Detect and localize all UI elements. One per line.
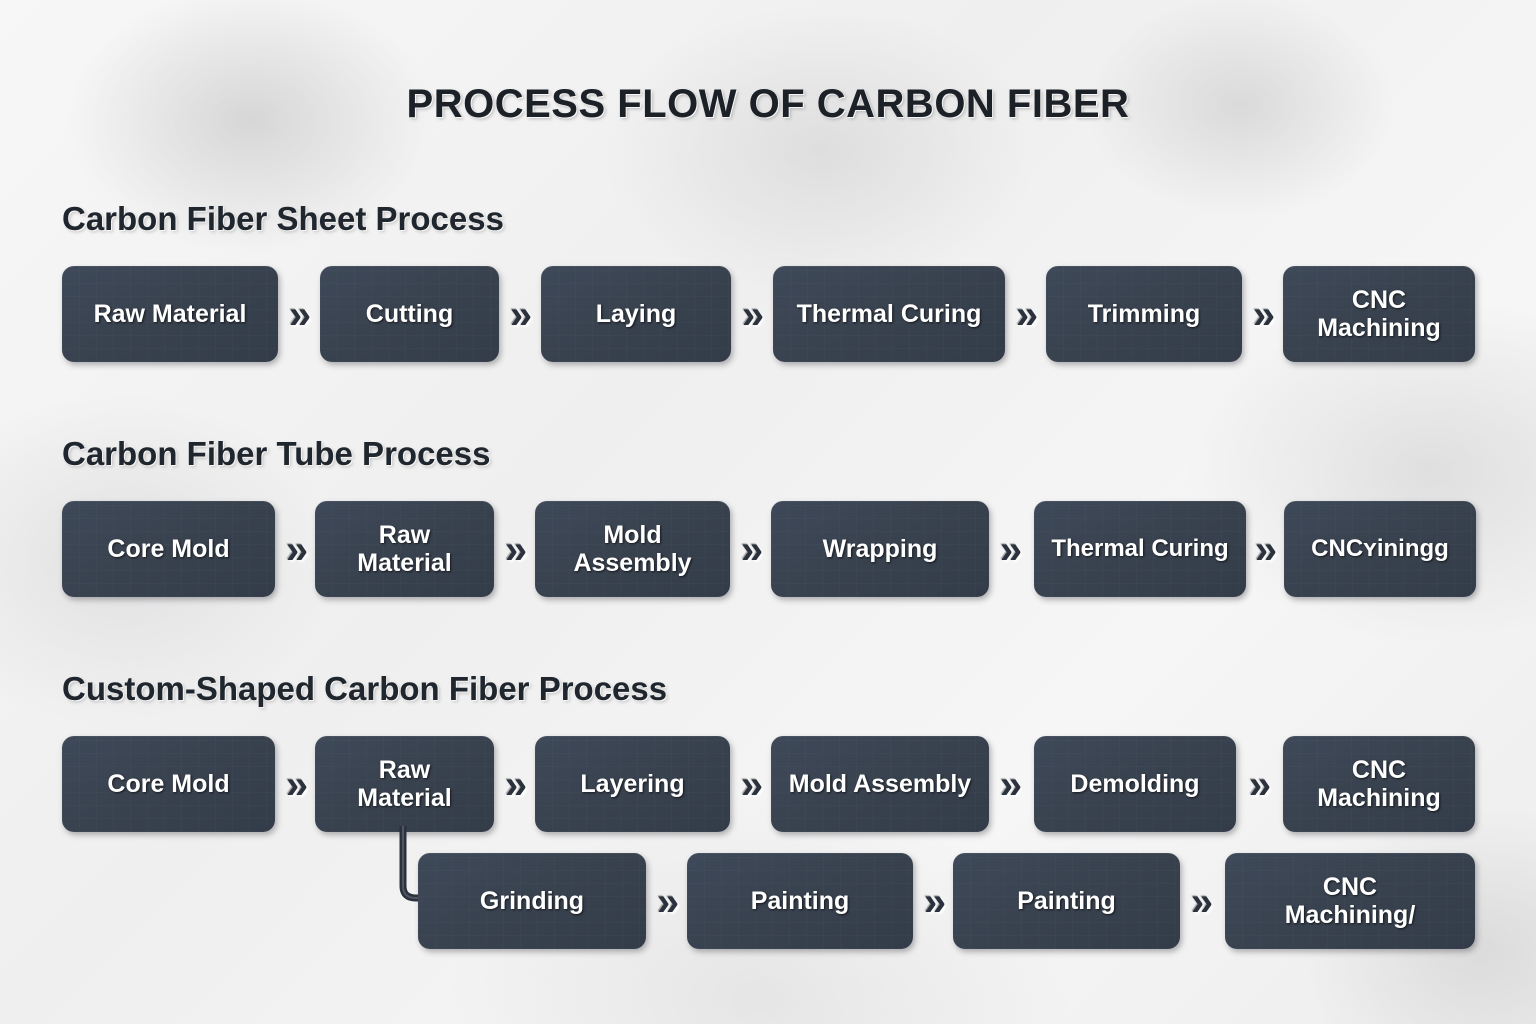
step-label-line1: Raw: [378, 521, 431, 549]
chevron-right-icon: »: [999, 763, 1023, 807]
step-label-line2: Machining/: [1284, 901, 1416, 929]
process-step-custom-4[interactable]: Mold Assembly: [771, 736, 989, 832]
step-label-line1: Cutting: [365, 300, 454, 328]
chevron-right-icon: »: [1254, 528, 1278, 572]
process-step-sheet-2[interactable]: Cutting: [320, 266, 499, 362]
step-label-line1: CNC: [1322, 873, 1378, 901]
process-step-sheet-4[interactable]: Thermal Curing: [773, 266, 1005, 362]
step-label-line1: Layering: [580, 770, 685, 798]
chevron-right-icon: »: [1190, 880, 1214, 924]
process-substep-custom-3[interactable]: Painting: [953, 853, 1180, 949]
chevron-right-icon: »: [740, 763, 764, 807]
step-label-line1: CNCʏiningg: [1311, 534, 1449, 562]
process-substep-custom-2[interactable]: Painting: [687, 853, 913, 949]
step-label-line2: Assembly: [573, 549, 692, 577]
process-step-custom-1[interactable]: Core Mold: [62, 736, 275, 832]
process-step-custom-6[interactable]: CNC Machining: [1283, 736, 1475, 832]
step-label-line1: Core Mold: [107, 535, 230, 563]
chevron-right-icon: »: [1248, 763, 1272, 807]
step-label-line1: Raw Material: [93, 300, 247, 328]
step-label-line1: Mold Assembly: [788, 770, 972, 798]
process-step-sheet-1[interactable]: Raw Material: [62, 266, 278, 362]
step-label-line1: Demolding: [1070, 770, 1200, 798]
step-label-line1: Laying: [595, 300, 677, 328]
chevron-right-icon: »: [740, 528, 764, 572]
section-heading-sheet-process: Carbon Fiber Sheet Process: [62, 200, 504, 237]
step-label-line2: Material: [357, 549, 452, 577]
step-label-line1: Wrapping: [822, 535, 938, 563]
chevron-right-icon: »: [923, 880, 947, 924]
process-step-sheet-6[interactable]: CNC Machining: [1283, 266, 1475, 362]
process-step-sheet-3[interactable]: Laying: [541, 266, 731, 362]
step-label-line1: Thermal Curing: [796, 300, 982, 328]
chevron-right-icon: »: [1252, 293, 1276, 337]
chevron-right-icon: »: [504, 528, 528, 572]
chevron-right-icon: »: [509, 293, 533, 337]
process-substep-custom-1[interactable]: Grinding: [418, 853, 646, 949]
step-label-line2: Machining: [1317, 784, 1441, 812]
process-step-tube-4[interactable]: Wrapping: [771, 501, 989, 597]
step-label-line2: Material: [357, 784, 452, 812]
chevron-right-icon: »: [656, 880, 680, 924]
process-step-custom-3[interactable]: Layering: [535, 736, 730, 832]
step-label-line1: Thermal Curing: [1051, 534, 1229, 562]
process-substep-custom-4[interactable]: CNC Machining/: [1225, 853, 1475, 949]
process-step-sheet-5[interactable]: Trimming: [1046, 266, 1242, 362]
step-label-line1: Mold: [603, 521, 662, 549]
process-step-custom-5[interactable]: Demolding: [1034, 736, 1236, 832]
section-heading-custom-shaped-process: Custom-Shaped Carbon Fiber Process: [62, 670, 668, 707]
step-label-line1: Core Mold: [107, 770, 230, 798]
process-step-tube-5[interactable]: Thermal Curing: [1034, 501, 1246, 597]
step-label-line1: Grinding: [479, 887, 585, 915]
process-step-tube-3[interactable]: Mold Assembly: [535, 501, 730, 597]
step-label-line1: CNC: [1351, 286, 1407, 314]
process-step-custom-2[interactable]: Raw Material: [315, 736, 494, 832]
process-step-tube-1[interactable]: Core Mold: [62, 501, 275, 597]
chevron-right-icon: »: [1015, 293, 1039, 337]
process-step-tube-2[interactable]: Raw Material: [315, 501, 494, 597]
chevron-right-icon: »: [999, 528, 1023, 572]
chevron-right-icon: »: [285, 528, 309, 572]
step-label-line1: CNC: [1351, 756, 1407, 784]
page-title: PROCESS FLOW OF CARBON FIBER: [406, 82, 1130, 126]
chevron-right-icon: »: [504, 763, 528, 807]
step-label-line1: Painting: [1017, 887, 1116, 915]
step-label-line1: Raw: [378, 756, 431, 784]
step-label-line2: Machining: [1317, 314, 1441, 342]
process-step-tube-6[interactable]: CNCʏiningg: [1284, 501, 1476, 597]
chevron-right-icon: »: [288, 293, 312, 337]
step-label-line1: Trimming: [1087, 300, 1201, 328]
chevron-right-icon: »: [741, 293, 765, 337]
section-heading-tube-process: Carbon Fiber Tube Process: [62, 435, 491, 472]
step-label-line1: Painting: [750, 887, 850, 915]
chevron-right-icon: »: [285, 763, 309, 807]
